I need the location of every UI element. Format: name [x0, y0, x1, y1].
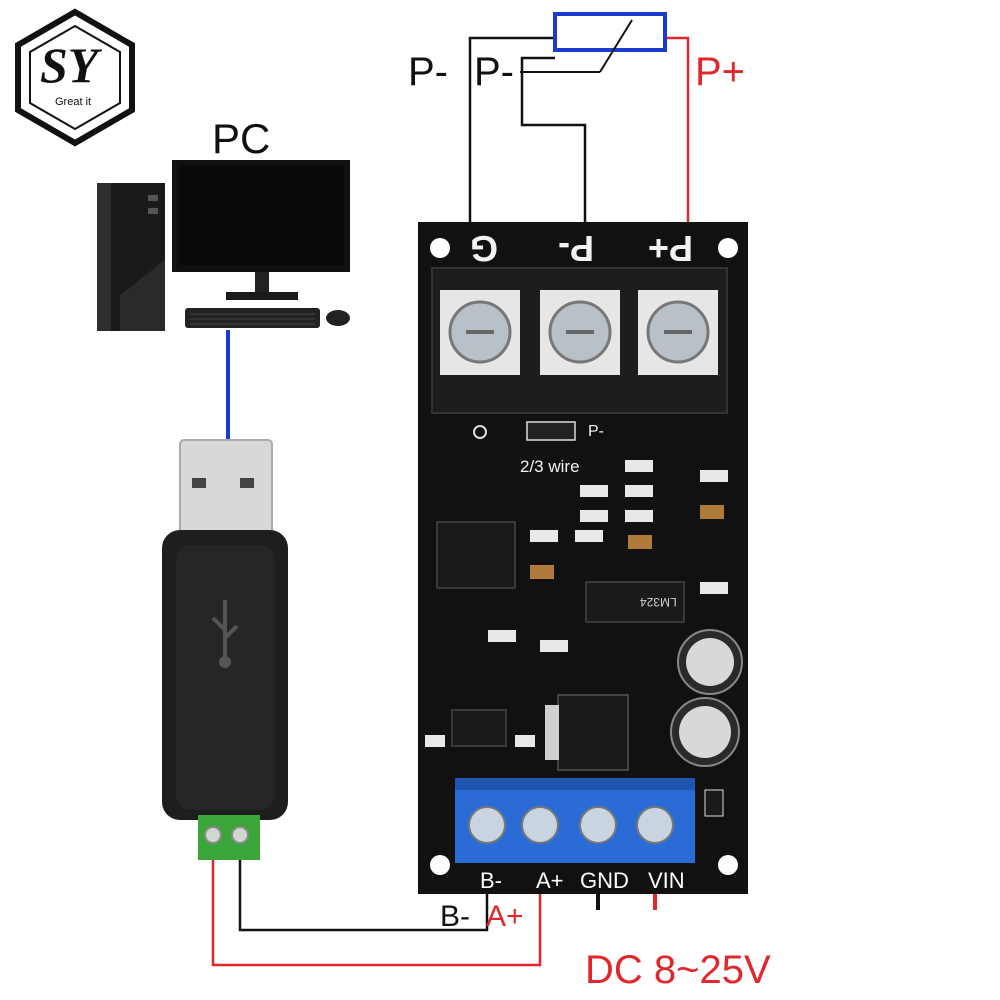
board-terminal-g: G	[470, 228, 499, 269]
wire-a-plus	[211, 830, 542, 967]
terminal-label-b-minus: B-	[480, 868, 502, 893]
pc-label: PC	[212, 115, 271, 162]
board-terminal-p-plus: P+	[648, 228, 694, 269]
silkscreen-chip-label: LM324	[640, 595, 677, 609]
board-terminal-p-minus: P-	[558, 228, 594, 269]
terminal-label-vin: VIN	[648, 868, 685, 893]
pc-monitor	[172, 160, 350, 300]
usb-rs485-adapter	[162, 439, 288, 860]
wire-p-minus	[520, 56, 587, 232]
silkscreen-jumper-label: P-	[588, 423, 604, 440]
brand-logo	[15, 8, 135, 147]
sensor-label-p-plus: P+	[695, 50, 746, 94]
power-supply-label: DC 8~25V	[585, 948, 771, 992]
bus-label-b-minus: B-	[440, 900, 470, 933]
pc-tower	[97, 183, 165, 331]
silkscreen-wire-mode: 2/3 wire	[520, 457, 580, 476]
sensor-label-p-minus-1: P-	[408, 50, 448, 94]
logo-tagline: Great it	[55, 96, 92, 108]
terminal-label-a-plus: A+	[536, 868, 564, 893]
sensor-label-p-minus-2: P-	[474, 50, 514, 94]
wire-p-minus-g	[468, 36, 555, 232]
pc-mouse	[326, 310, 350, 326]
bus-label-a-plus: A+	[486, 900, 524, 933]
logo-letters: SY	[40, 37, 99, 93]
pc-keyboard	[185, 308, 320, 328]
rtd-sensor-symbol	[520, 12, 667, 73]
wire-p-plus	[665, 36, 690, 232]
terminal-label-gnd: GND	[580, 868, 629, 893]
rtd-module-board	[418, 222, 748, 894]
